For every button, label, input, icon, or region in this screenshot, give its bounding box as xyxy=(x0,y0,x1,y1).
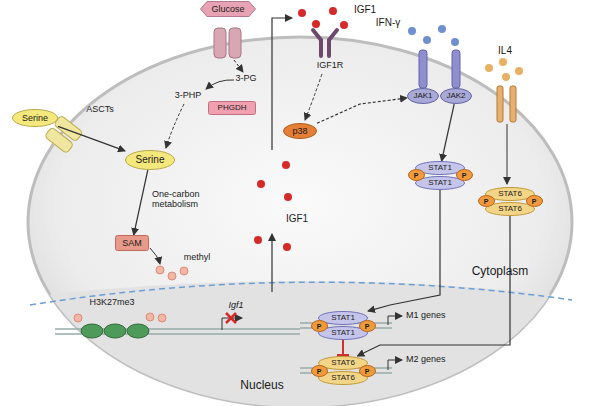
dna-strand xyxy=(55,323,392,373)
metabolite-label: 3-PG xyxy=(235,74,256,84)
phospho-circle: P xyxy=(311,320,328,332)
glucose-transporter xyxy=(214,28,241,58)
kinase-oval: JAK2 xyxy=(440,88,472,104)
node-text: SAM xyxy=(122,239,142,248)
il4-dots xyxy=(485,58,523,81)
node-text: PHGDH xyxy=(218,104,247,112)
inhibition-connector xyxy=(342,340,344,356)
node-text: STAT1 xyxy=(428,164,452,172)
il4-receptor xyxy=(497,86,516,122)
histone-mark-label: H3K27me3 xyxy=(89,298,134,308)
compartment-label: Nucleus xyxy=(240,379,283,392)
arrow-connector xyxy=(368,190,440,311)
node-text: P xyxy=(365,323,370,330)
node-text: STAT1 xyxy=(331,329,355,337)
phospho-circle: P xyxy=(478,195,495,207)
node-text: P xyxy=(462,172,467,179)
node-text: P xyxy=(317,323,322,330)
kinase-oval: p38 xyxy=(283,123,317,139)
node-text: Glucose xyxy=(211,5,244,14)
ligand-label: IL4 xyxy=(498,45,512,56)
metabolite-box: SAM xyxy=(115,235,149,251)
gene-arrow xyxy=(388,360,402,370)
signal-arrow xyxy=(507,124,508,184)
metabolite-oval: Serine xyxy=(12,109,58,127)
dashed-arrow xyxy=(234,60,243,72)
protein-label: IGF1 xyxy=(286,213,308,224)
node-text: Serine xyxy=(22,114,48,123)
gene-label: M1 genes xyxy=(406,311,446,321)
phospho-circle: P xyxy=(359,320,376,332)
arrow-connector xyxy=(58,126,125,150)
node-text: JAK2 xyxy=(446,92,465,100)
pathway-label: One-carbon metabolism xyxy=(152,190,214,210)
node-text: STAT6 xyxy=(331,359,355,367)
metabolite-oval: Serine xyxy=(125,150,175,170)
node-text: P xyxy=(414,172,419,179)
gene-label: Igf1 xyxy=(228,301,243,311)
phospho-circle: P xyxy=(456,169,473,181)
arrow-connector xyxy=(357,216,510,356)
node-text: JAK1 xyxy=(413,92,432,100)
arrow-connector xyxy=(134,170,148,235)
enzyme-box: PHGDH xyxy=(208,101,256,115)
phospho-circle: P xyxy=(311,365,328,377)
secretion-arrow xyxy=(271,234,272,292)
dashed-arrow xyxy=(166,104,184,148)
phospho-circle: P xyxy=(526,195,543,207)
node-text: STAT6 xyxy=(498,205,522,213)
node-text: p38 xyxy=(292,127,307,136)
compartment-label: Cytoplasm xyxy=(472,265,529,278)
node-text: STAT6 xyxy=(498,190,522,198)
transporter-label: ASCTs xyxy=(86,105,114,115)
node-text: P xyxy=(365,368,370,375)
igf1-dots xyxy=(254,7,348,251)
gene-label: M2 genes xyxy=(406,355,446,365)
ifng-receptor xyxy=(419,50,460,88)
igf1r-receptor xyxy=(313,30,337,56)
ligand-label: IFN-γ xyxy=(376,17,400,28)
ifng-dots xyxy=(408,25,459,46)
node-text: STAT1 xyxy=(428,179,452,187)
group-label: methyl xyxy=(184,253,211,263)
nucleosome xyxy=(81,324,149,338)
dashed-arrow xyxy=(305,74,322,120)
reaction-arrow xyxy=(206,80,234,89)
node-text: Serine xyxy=(136,155,165,165)
node-text: P xyxy=(484,198,489,205)
phospho-circle: P xyxy=(408,169,425,181)
node-text: STAT1 xyxy=(331,314,355,322)
node-text: P xyxy=(532,198,537,205)
kinase-oval: JAK1 xyxy=(407,88,439,104)
arrow-connector xyxy=(317,98,407,123)
node-text: STAT6 xyxy=(331,374,355,382)
phospho-circle: P xyxy=(359,365,376,377)
receptor-label: IGF1R xyxy=(317,61,344,71)
block-cross xyxy=(226,313,236,323)
metabolite-label: 3-PHP xyxy=(175,91,202,101)
node-text: P xyxy=(317,368,322,375)
methyl-arrow xyxy=(150,248,160,264)
metabolite-hexagon: Glucose xyxy=(200,1,256,17)
ligand-label: IGF1 xyxy=(354,4,376,15)
methyl-dots xyxy=(74,266,188,322)
arrow-connector xyxy=(442,104,455,161)
gene-arrow xyxy=(388,316,402,325)
